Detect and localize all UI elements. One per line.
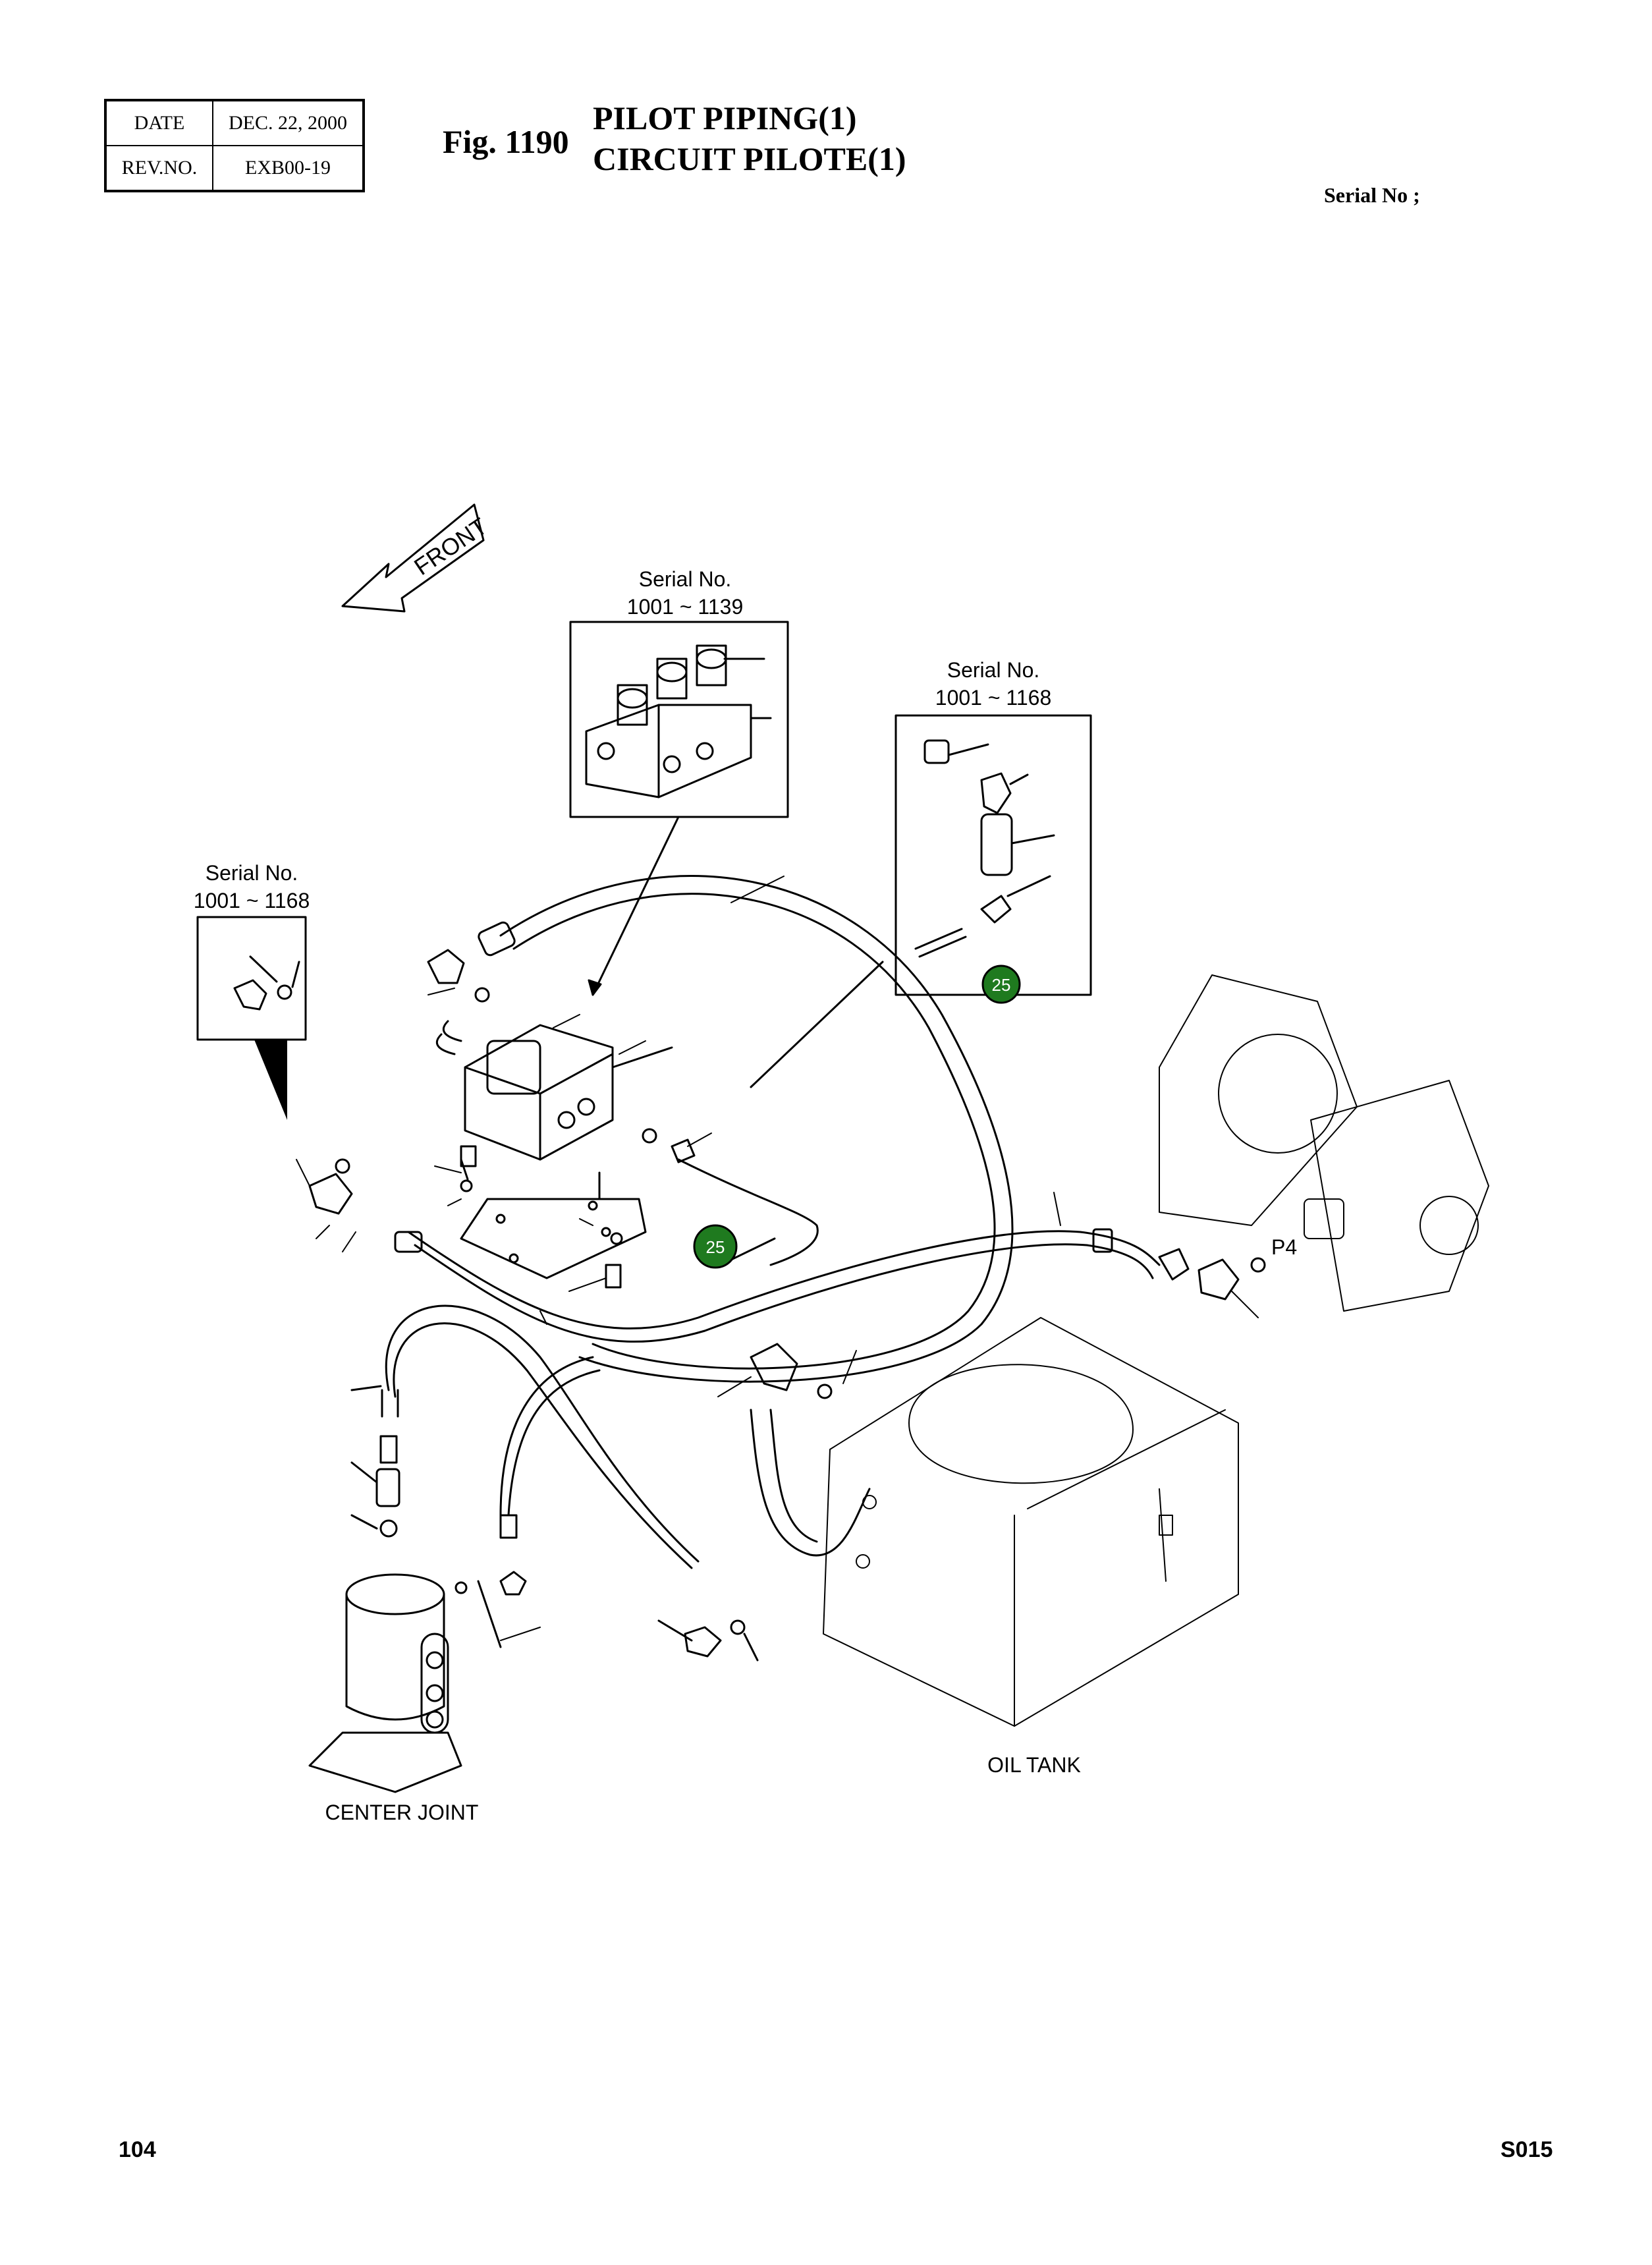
callout-25-inset: 25: [981, 965, 1021, 1004]
revision-table: DATE DEC. 22, 2000 REV.NO. EXB00-19: [104, 99, 365, 192]
title-english: PILOT PIPING(1): [593, 99, 857, 136]
inset-valve-block: [585, 644, 772, 798]
front-label: FRONT: [409, 513, 492, 580]
title-french: CIRCUIT PILOTE(1): [593, 140, 906, 177]
oil-tank: [823, 1317, 1239, 1727]
date-value: DEC. 22, 2000: [212, 99, 364, 146]
inset-elbow-serial: Serial No. 1001 ~ 1168: [179, 859, 324, 914]
inset-fittings-serial-label: Serial No.: [947, 658, 1040, 682]
inset-elbow-serial-range: 1001 ~ 1168: [193, 889, 310, 912]
inset-fittings-serial: Serial No. 1001 ~ 1168: [921, 656, 1066, 712]
inset-fittings: [914, 739, 1055, 958]
mounting-bracket: [460, 1158, 647, 1279]
page-number: 104: [119, 2137, 156, 2162]
rev-value: EXB00-19: [212, 145, 364, 192]
inset-elbow-serial-label: Serial No.: [205, 861, 298, 885]
callout-25-hose: 25: [693, 1224, 738, 1269]
inset-box-elbow: [196, 916, 307, 1041]
rev-label: REV.NO.: [105, 145, 213, 192]
front-arrow: [341, 503, 485, 613]
date-label: DATE: [105, 99, 213, 146]
section-code: S015: [1501, 2137, 1553, 2162]
oil-tank-label: OIL TANK: [987, 1753, 1081, 1777]
swing-motor: [1159, 974, 1489, 1312]
svg-text:25: 25: [706, 1237, 725, 1257]
inset-valve-serial-label: Serial No.: [638, 567, 732, 591]
figure-number: Fig. 1190: [443, 123, 569, 160]
inset-valve-serial: Serial No. 1001 ~ 1139: [613, 565, 757, 621]
svg-text:25: 25: [992, 975, 1011, 995]
inset-elbow: [233, 955, 300, 1011]
inset-valve-serial-range: 1001 ~ 1139: [626, 595, 744, 619]
center-joint: [308, 1573, 468, 1793]
center-joint-label: CENTER JOINT: [325, 1801, 479, 1824]
inset-fittings-serial-range: 1001 ~ 1168: [935, 686, 1052, 710]
serial-number-header: Serial No ;: [1324, 183, 1420, 207]
port-label-p4: P4: [1271, 1235, 1297, 1259]
solenoid-valve: [435, 1020, 673, 1161]
